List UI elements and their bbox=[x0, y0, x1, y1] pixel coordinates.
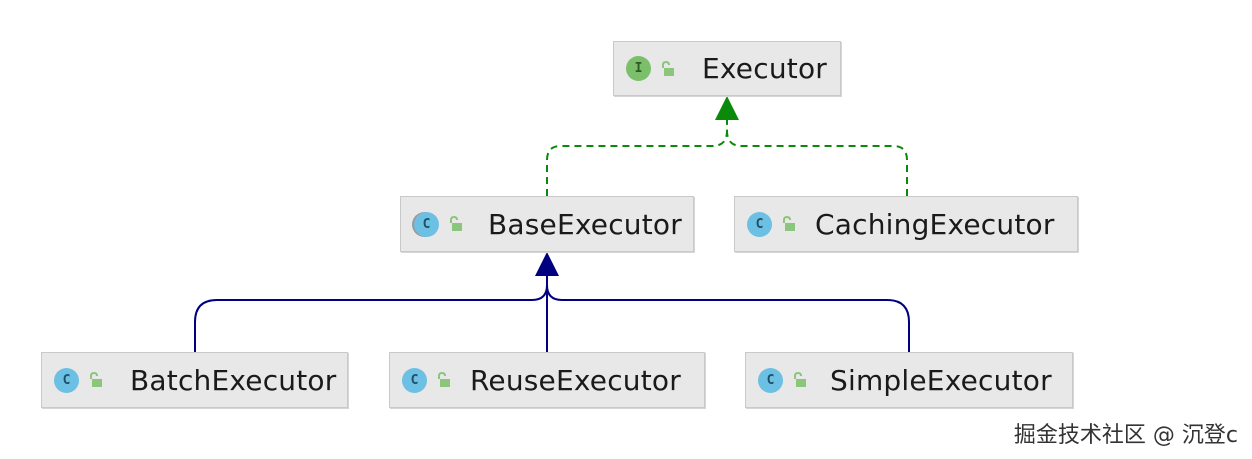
node-reuse-executor[interactable]: C ReuseExecutor bbox=[389, 352, 705, 408]
implements-edge-base bbox=[546, 120, 728, 196]
node-label: BatchExecutor bbox=[130, 363, 337, 397]
node-label: ReuseExecutor bbox=[470, 363, 681, 397]
node-label: SimpleExecutor bbox=[830, 363, 1052, 397]
node-label: Executor bbox=[702, 52, 827, 85]
unlock-icon bbox=[436, 372, 450, 388]
unlock-icon bbox=[660, 60, 674, 77]
unlock-icon bbox=[792, 372, 806, 388]
extends-edge-batch bbox=[194, 276, 548, 352]
class-badge-icon: C bbox=[747, 211, 772, 237]
extends-arrowhead bbox=[535, 252, 559, 276]
unlock-icon bbox=[88, 372, 102, 388]
class-badge-icon: C bbox=[758, 367, 783, 393]
interface-badge-icon: I bbox=[626, 56, 651, 81]
class-badge-icon: C bbox=[54, 367, 79, 393]
unlock-icon bbox=[448, 216, 462, 232]
class-badge-icon: C bbox=[402, 367, 427, 393]
node-executor[interactable]: I Executor bbox=[613, 41, 841, 96]
node-simple-executor[interactable]: C SimpleExecutor bbox=[745, 352, 1073, 408]
node-caching-executor[interactable]: C CachingExecutor bbox=[734, 196, 1078, 252]
watermark: 掘金技术社区 @ 沉登c bbox=[1013, 423, 1238, 448]
node-batch-executor[interactable]: C BatchExecutor bbox=[41, 352, 348, 408]
unlock-icon bbox=[781, 216, 795, 232]
extends-edge-simple bbox=[546, 276, 910, 352]
node-base-executor[interactable]: C BaseExecutor bbox=[400, 196, 694, 252]
implements-edge-caching bbox=[726, 120, 908, 196]
node-label: BaseExecutor bbox=[488, 207, 682, 241]
implements-arrowhead bbox=[715, 96, 739, 120]
node-label: CachingExecutor bbox=[815, 207, 1055, 241]
abstract-class-badge-icon: C bbox=[414, 211, 439, 237]
